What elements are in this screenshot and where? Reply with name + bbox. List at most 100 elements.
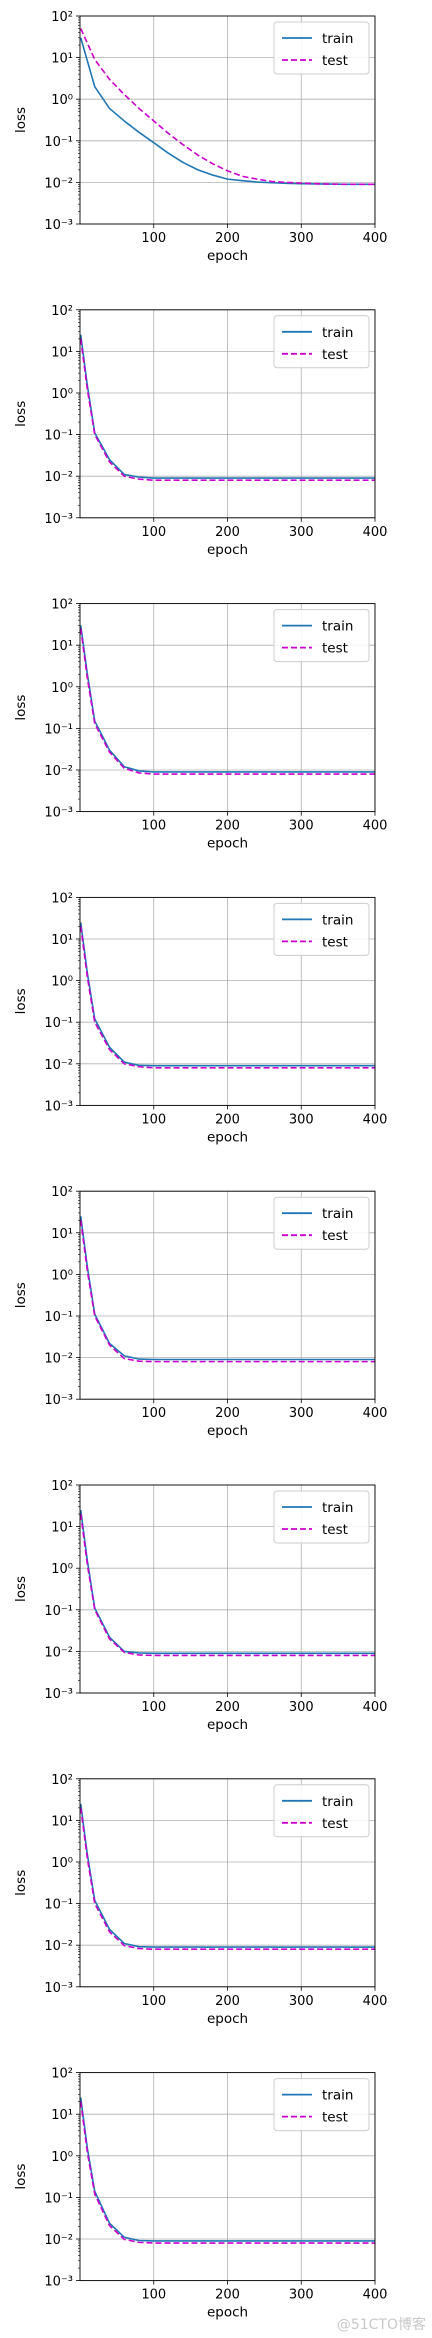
y-tick-label: 10²: [51, 10, 73, 25]
x-tick-label: 200: [215, 1700, 240, 1715]
y-tick-label: 10⁻²: [44, 1645, 73, 1660]
legend-label: train: [322, 619, 353, 635]
y-tick-label: 10⁻²: [44, 1058, 73, 1073]
x-tick-label: 100: [141, 231, 166, 246]
legend-label: train: [322, 1500, 353, 1516]
y-tick-label: 10⁻³: [44, 1393, 73, 1408]
y-tick-label: 10²: [51, 1185, 73, 1200]
y-tick-label: 10⁰: [51, 1856, 73, 1871]
y-tick-label: 10⁻²: [44, 470, 73, 485]
y-tick-label: 10⁻³: [44, 1981, 73, 1996]
legend-label: train: [322, 325, 353, 341]
legend-label: train: [322, 31, 353, 47]
x-tick-label: 200: [215, 1994, 240, 2009]
x-tick-label: 400: [363, 1112, 388, 1127]
y-tick-label: 10²: [51, 304, 73, 319]
x-tick-label: 400: [363, 1406, 388, 1421]
y-tick-label: 10¹: [51, 2108, 73, 2123]
y-tick-label: 10⁻²: [44, 764, 73, 779]
y-axis-label: loss: [13, 107, 29, 133]
series-line-test: [80, 1513, 375, 1657]
y-tick-label: 10¹: [51, 1227, 73, 1242]
x-tick-label: 400: [363, 819, 388, 834]
legend-box: [273, 2078, 370, 2132]
y-tick-label: 10⁻¹: [44, 722, 73, 737]
x-tick-label: 300: [289, 1406, 314, 1421]
y-tick-label: 10²: [51, 1773, 73, 1788]
x-tick-label: 200: [215, 2288, 240, 2303]
x-tick-label: 400: [363, 2288, 388, 2303]
y-axis-label: loss: [13, 695, 29, 721]
x-axis-label: epoch: [207, 542, 248, 558]
y-tick-label: 10⁻³: [44, 1687, 73, 1702]
legend-label: test: [322, 1228, 348, 1244]
x-axis-label: epoch: [207, 2305, 248, 2321]
y-axis-label: loss: [13, 2164, 29, 2190]
y-tick-label: 10⁻¹: [44, 429, 73, 444]
x-tick-label: 200: [215, 1406, 240, 1421]
y-tick-label: 10⁻³: [44, 218, 73, 233]
y-tick-label: 10⁻²: [44, 2233, 73, 2248]
y-tick-label: 10⁻³: [44, 2275, 73, 2290]
x-axis-label: epoch: [207, 1129, 248, 1145]
x-tick-label: 400: [363, 1700, 388, 1715]
legend-box: [273, 315, 370, 369]
y-tick-label: 10⁻¹: [44, 1604, 73, 1619]
x-tick-label: 100: [141, 525, 166, 540]
x-tick-label: 100: [141, 1112, 166, 1127]
x-tick-label: 100: [141, 819, 166, 834]
legend-label: test: [322, 53, 348, 69]
legend-label: test: [322, 347, 348, 363]
x-tick-label: 300: [289, 1700, 314, 1715]
y-tick-label: 10⁰: [51, 975, 73, 990]
series-line-test: [80, 28, 375, 186]
x-tick-label: 300: [289, 231, 314, 246]
legend-label: test: [322, 1816, 348, 1832]
x-tick-label: 300: [289, 1994, 314, 2009]
y-tick-label: 10⁻¹: [44, 135, 73, 150]
legend-label: train: [322, 912, 353, 928]
y-axis-label: loss: [13, 1282, 29, 1308]
x-axis-label: epoch: [207, 1423, 248, 1439]
y-tick-label: 10²: [51, 598, 73, 613]
legend-box: [273, 1196, 370, 1250]
x-tick-label: 200: [215, 1112, 240, 1127]
watermark: @51CTO博客: [336, 2317, 426, 2333]
y-tick-label: 10⁰: [51, 1268, 73, 1283]
y-tick-label: 10¹: [51, 1521, 73, 1536]
y-axis-label: loss: [13, 988, 29, 1014]
x-tick-label: 100: [141, 1994, 166, 2009]
y-tick-label: 10¹: [51, 345, 73, 360]
x-tick-label: 200: [215, 525, 240, 540]
series-line-test: [80, 628, 375, 775]
series-line-test: [80, 338, 375, 482]
x-axis-label: epoch: [207, 1717, 248, 1733]
y-tick-label: 10⁻³: [44, 512, 73, 527]
legend-box: [273, 609, 370, 663]
legend-label: train: [322, 1794, 353, 1810]
y-tick-label: 10⁻²: [44, 1352, 73, 1367]
y-tick-label: 10⁰: [51, 681, 73, 696]
x-tick-label: 200: [215, 231, 240, 246]
y-tick-label: 10¹: [51, 639, 73, 654]
legend-box: [273, 1784, 370, 1838]
y-tick-label: 10¹: [51, 52, 73, 67]
legend-label: test: [322, 1522, 348, 1538]
y-tick-label: 10²: [51, 1479, 73, 1494]
x-tick-label: 200: [215, 819, 240, 834]
series-line-test: [80, 1220, 375, 1363]
y-tick-label: 10⁻¹: [44, 1016, 73, 1031]
x-axis-label: epoch: [207, 248, 248, 264]
y-tick-label: 10⁰: [51, 1562, 73, 1577]
legend-box: [273, 1490, 370, 1544]
x-axis-label: epoch: [207, 2011, 248, 2027]
y-tick-label: 10⁻³: [44, 806, 73, 821]
